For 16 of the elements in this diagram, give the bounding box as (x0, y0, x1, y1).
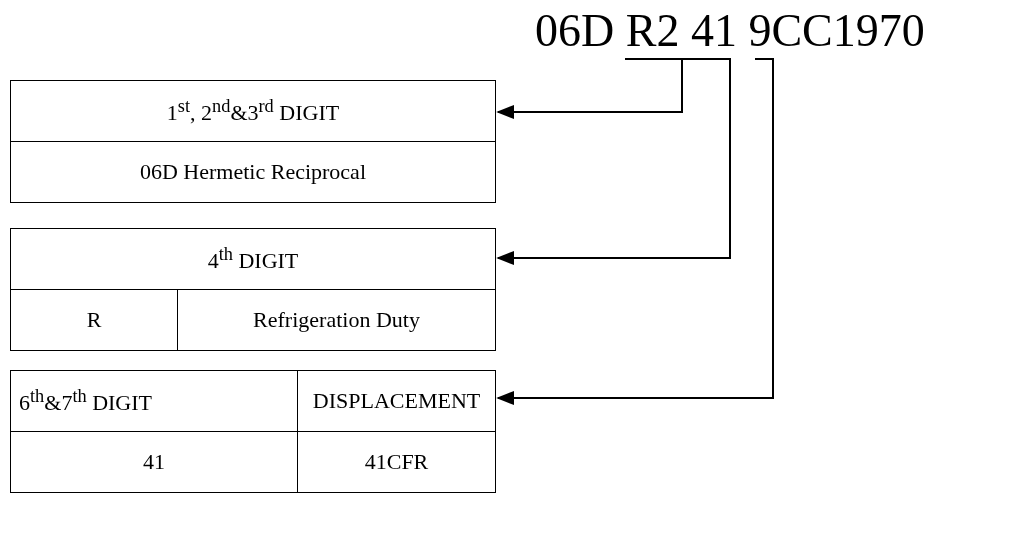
header-cell: DISPLACEMENT (297, 370, 496, 432)
code-cell: R (10, 289, 178, 351)
header-cell: 6$^{th}$&7$^{th}$ DIGIT (10, 370, 298, 432)
leader-arrow (496, 58, 774, 406)
spec-table (10, 228, 496, 351)
model-number: 06D R2 41 9CC1970 (535, 4, 925, 57)
value-cell: Refrigeration Duty (177, 289, 496, 351)
value-cell: 41 (10, 431, 298, 493)
header-cell: 1$^{st}$, 2$^{nd}$&3$^{rd}$ DIGIT (10, 80, 496, 142)
leader-arrow (496, 58, 683, 120)
value-cell: 41CFR (297, 431, 496, 493)
spec-table (10, 370, 496, 493)
spec-table (10, 80, 496, 203)
leader-arrow (496, 58, 731, 266)
header-cell: 4$^{th}$ DIGIT (10, 228, 496, 290)
value-cell: 06D Hermetic Reciprocal (10, 141, 496, 203)
